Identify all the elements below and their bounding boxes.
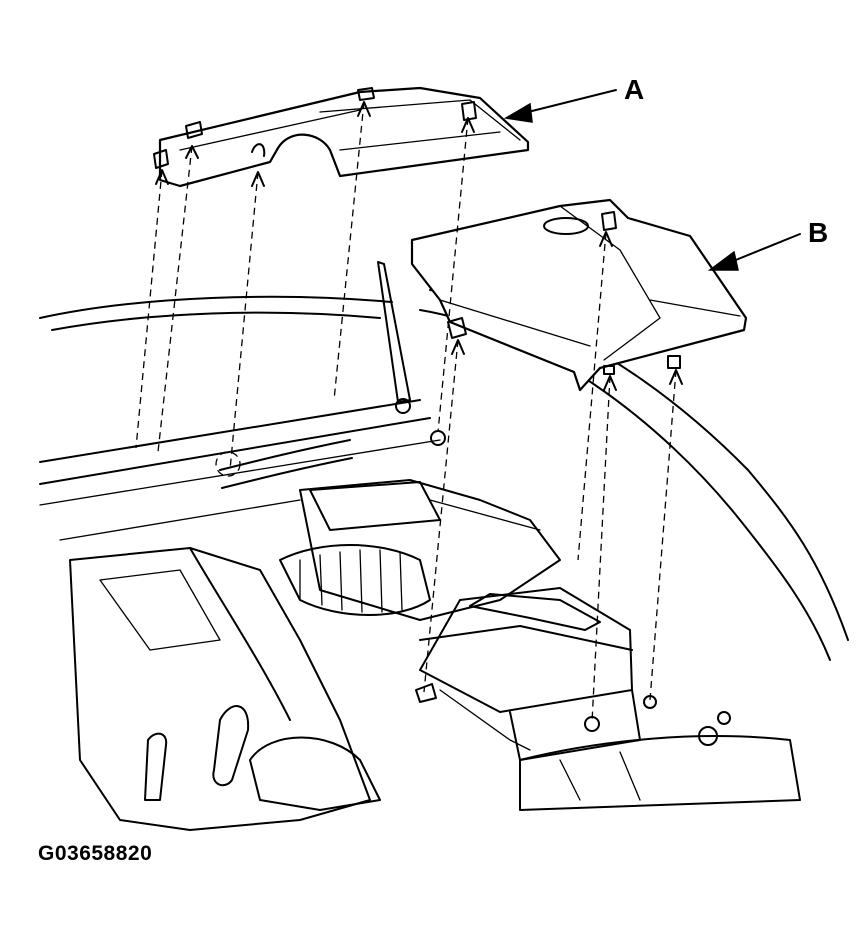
windshield-cowl (39, 289, 849, 661)
wiper-arm (377, 261, 411, 414)
label-arrows (503, 89, 801, 271)
cover-b (410, 198, 748, 392)
label-b: B (808, 217, 828, 248)
engine-bay (69, 439, 801, 831)
figure-code: G03658820 (38, 842, 153, 865)
cover-a (153, 86, 530, 188)
alignment-lines (135, 101, 683, 732)
label-a: A (624, 74, 644, 105)
